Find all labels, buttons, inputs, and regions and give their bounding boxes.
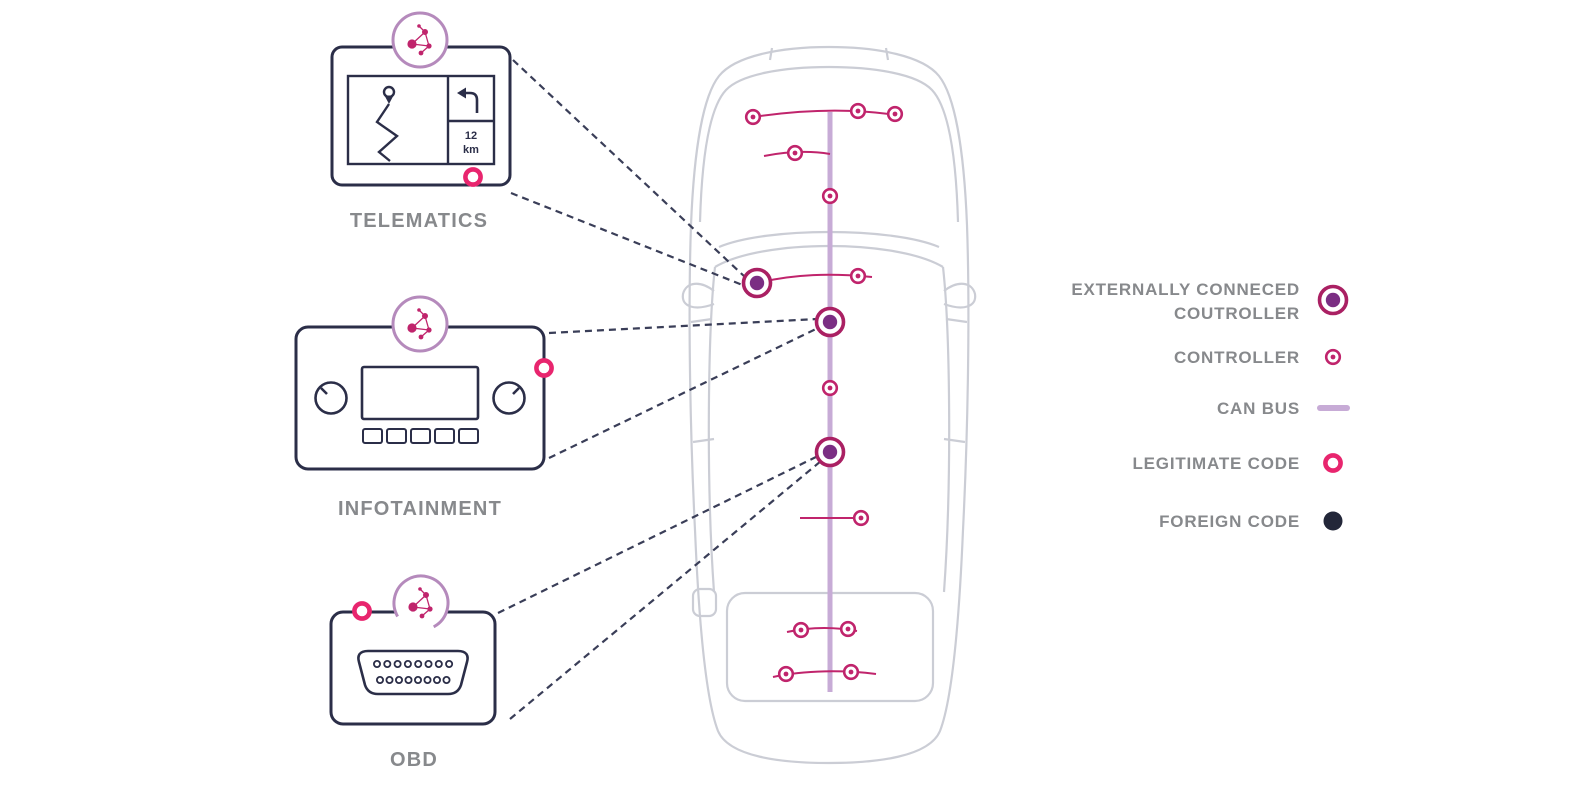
distance-value: 12 xyxy=(465,130,477,142)
externally-connected-controller-node xyxy=(814,306,846,338)
obd-device: OBD xyxy=(329,574,497,771)
turn-arrow-icon xyxy=(457,87,479,113)
externally-connected-controller-node xyxy=(814,436,846,468)
telematics-label: TELEMATICS xyxy=(350,210,488,232)
legitimate-code-ring xyxy=(536,360,551,375)
controller-node xyxy=(744,108,762,126)
obd-connection-line-a xyxy=(497,455,819,614)
legitimate-code-ring xyxy=(354,603,369,618)
legend-item-externally-connected-controller: EXTERNALLY CONNECED COUTROLLER xyxy=(1071,280,1349,323)
car-mirror-right xyxy=(943,282,977,309)
can-branch-line xyxy=(752,109,897,118)
infotainment-device: INFOTAINMENT xyxy=(294,295,552,520)
controller-node xyxy=(777,665,795,683)
controller-nodes xyxy=(741,102,904,683)
obd-label: OBD xyxy=(390,749,438,771)
legend-label: CONTROLLER xyxy=(1174,348,1300,367)
distance-unit: km xyxy=(463,144,479,156)
connection-lines xyxy=(497,59,822,720)
route-line xyxy=(375,103,399,162)
controller-node xyxy=(842,663,860,681)
controller-node xyxy=(792,621,810,639)
display-screen xyxy=(360,365,480,421)
legend-item-controller: CONTROLLER xyxy=(1174,348,1342,367)
car-cabin-right-line xyxy=(941,266,951,593)
legend-icon-controller xyxy=(1324,348,1342,366)
car-mirror-left xyxy=(681,282,715,309)
volume-knob-right xyxy=(492,381,526,415)
infotainment-connection-line-a xyxy=(548,317,818,335)
network-icon xyxy=(391,295,449,353)
controller-node xyxy=(852,509,870,527)
obd-connector-icon xyxy=(357,649,469,696)
car-top-view xyxy=(681,45,977,765)
button-strip xyxy=(362,428,479,444)
telematics-connection-line-a xyxy=(512,59,746,278)
location-pin-icon xyxy=(382,85,396,104)
legend-label: FOREIGN CODE xyxy=(1159,512,1300,531)
legend: EXTERNALLY CONNECED COUTROLLER CONTROLLE… xyxy=(1071,280,1350,531)
nav-screen xyxy=(346,74,496,166)
legitimate-code-ring xyxy=(465,169,480,184)
controller-node xyxy=(849,267,867,285)
legend-label: CAN BUS xyxy=(1217,399,1300,418)
legend-item-legitimate-code: LEGITIMATE CODE xyxy=(1132,454,1340,473)
legend-icon-externally-connected-controller xyxy=(1317,284,1349,316)
controller-node xyxy=(821,379,839,397)
telematics-connection-line-b xyxy=(510,191,746,288)
infotainment-connection-line-b xyxy=(548,327,819,459)
legend-item-foreign-code: FOREIGN CODE xyxy=(1159,511,1343,531)
legend-label: LEGITIMATE CODE xyxy=(1132,454,1300,473)
network-icon xyxy=(391,11,449,69)
car-front-marks xyxy=(768,47,890,61)
car-door-seams xyxy=(690,317,968,444)
obd-connection-line-b xyxy=(509,460,822,720)
legend-icon-legitimate-code xyxy=(1325,455,1340,470)
externally-connected-controller-node xyxy=(741,267,773,299)
controller-node xyxy=(786,144,804,162)
legend-label: EXTERNALLY CONNECED xyxy=(1071,280,1300,299)
car-fuel-cap xyxy=(691,587,718,618)
infotainment-label: INFOTAINMENT xyxy=(338,498,502,520)
controller-node xyxy=(849,102,867,120)
controller-node xyxy=(839,620,857,638)
car-body-outline xyxy=(688,45,970,765)
network-icon xyxy=(392,574,450,632)
volume-knob-left xyxy=(314,381,348,415)
legend-item-can-bus: CAN BUS xyxy=(1217,399,1350,418)
controller-node xyxy=(886,105,904,123)
car-hood-line xyxy=(698,65,960,223)
controller-node xyxy=(821,187,839,205)
legend-icon-foreign-code xyxy=(1323,511,1343,531)
car-cabin-left-line xyxy=(707,266,717,593)
telematics-device: 12 km TELEMATICS xyxy=(330,11,512,232)
legend-label: COUTROLLER xyxy=(1174,304,1300,323)
